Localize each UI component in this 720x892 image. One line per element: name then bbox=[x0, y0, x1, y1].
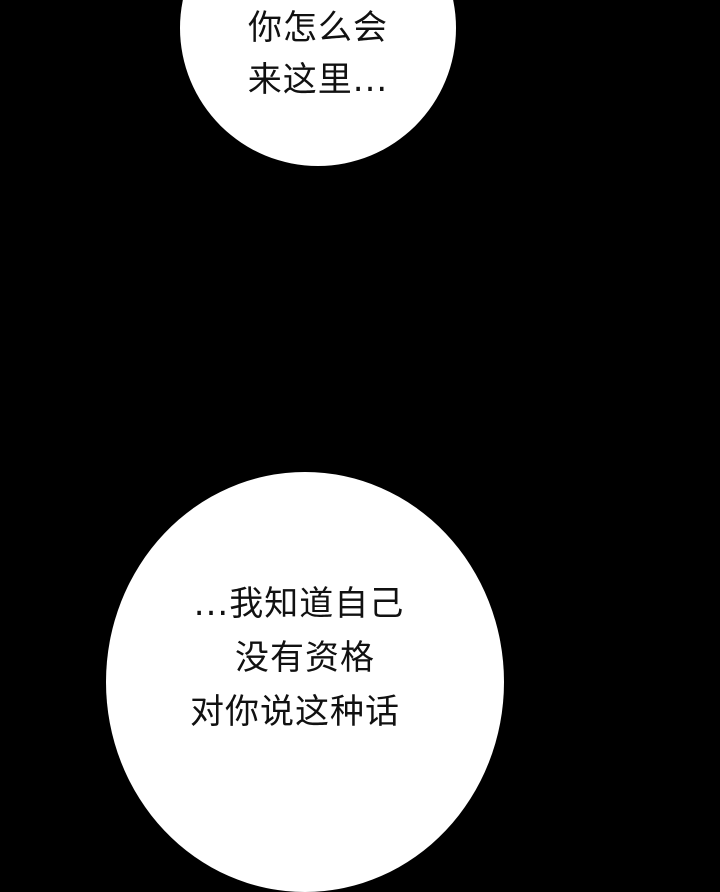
bubble-text-line: 没有资格 bbox=[235, 638, 375, 678]
comic-panel: 你怎么会 来这里... ...我知道自己 没有资格 对你说这种话 bbox=[106, 0, 504, 892]
bubble-text-line: 对你说这种话 bbox=[190, 692, 400, 732]
bubble-text-line: 来这里... bbox=[247, 60, 389, 100]
speech-bubble-bottom: ...我知道自己 没有资格 对你说这种话 bbox=[106, 472, 504, 892]
bubble-text-line: 你怎么会 bbox=[248, 8, 388, 48]
speech-bubble-top: 你怎么会 来这里... bbox=[180, 0, 456, 166]
bubble-text-line: ...我知道自己 bbox=[193, 584, 405, 624]
